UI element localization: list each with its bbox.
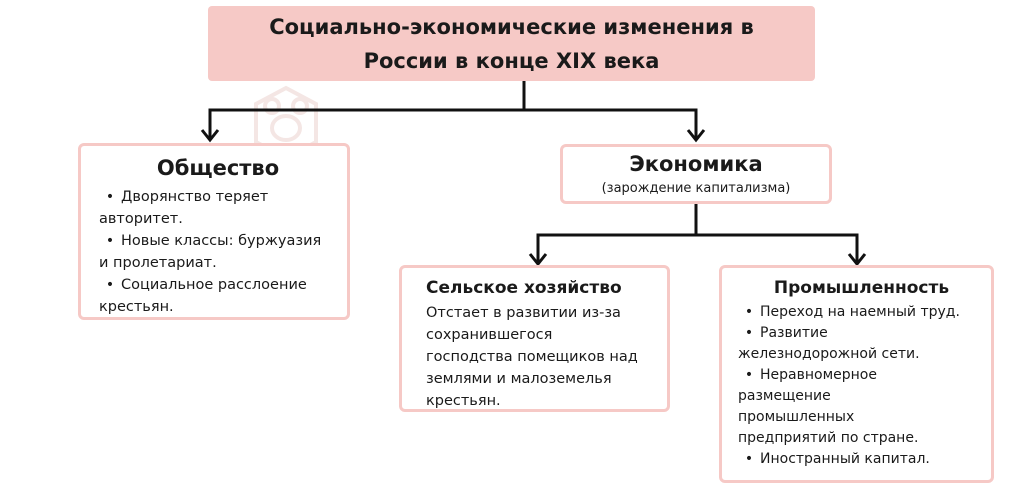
agriculture-line: господства помещиков над: [426, 349, 638, 365]
society-heading: Общество: [156, 156, 280, 180]
title-box: Социально-экономические изменения в Росс…: [208, 6, 815, 81]
arrow-head-economy: [686, 129, 706, 143]
page-title: Социально-экономические изменения в Росс…: [269, 10, 754, 78]
arrow-head-agriculture: [528, 253, 548, 267]
arrow-head-industry: [847, 253, 867, 267]
bullet-icon: •: [744, 325, 754, 341]
list-item: •Переход на наемный труд.: [738, 302, 985, 323]
arrow-head-society: [200, 129, 220, 143]
agriculture-line: крестьян.: [426, 393, 501, 409]
economy-heading: Экономика: [629, 152, 763, 176]
list-item: •Иностранный капитал.: [738, 449, 985, 470]
agriculture-line: сохранившегося: [426, 327, 553, 343]
agriculture-text: Отстает в развитии из-за сохранившегося …: [426, 302, 657, 412]
bullet-icon: •: [105, 277, 115, 293]
title-line-2: России в конце XIX века: [363, 48, 660, 73]
agriculture-heading: Сельское хозяйство: [426, 278, 622, 298]
bullet-icon: •: [105, 233, 115, 249]
economy-box: Экономика (зарождение капитализма): [560, 144, 832, 204]
agriculture-line: Отстает в развитии из-за: [426, 305, 621, 321]
bullet-icon: •: [744, 367, 754, 383]
bullet-icon: •: [105, 189, 115, 205]
bullet-icon: •: [744, 304, 754, 320]
title-line-1: Социально-экономические изменения в: [269, 14, 754, 39]
industry-heading: Промышленность: [773, 278, 950, 298]
agriculture-box: Сельское хозяйство Отстает в развитии из…: [399, 265, 670, 412]
economy-subtitle: (зарождение капитализма): [601, 181, 791, 196]
agriculture-line: землями и малоземелья: [426, 371, 612, 387]
industry-box: Промышленность •Переход на наемный труд.…: [719, 265, 994, 483]
bullet-icon: •: [744, 451, 754, 467]
